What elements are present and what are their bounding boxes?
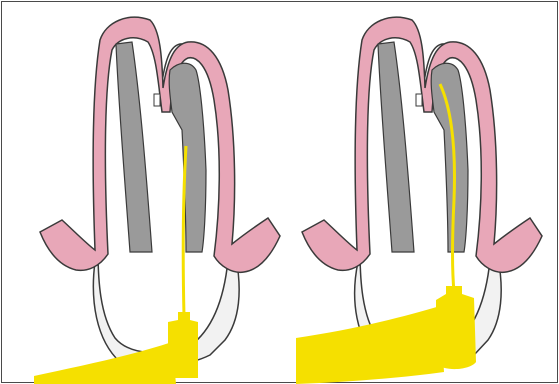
left-tooth-panel bbox=[34, 17, 280, 384]
left-handpiece-shaft bbox=[34, 342, 176, 384]
left-notch bbox=[154, 94, 160, 106]
right-tooth-panel bbox=[296, 17, 542, 384]
right-notch bbox=[416, 94, 422, 106]
